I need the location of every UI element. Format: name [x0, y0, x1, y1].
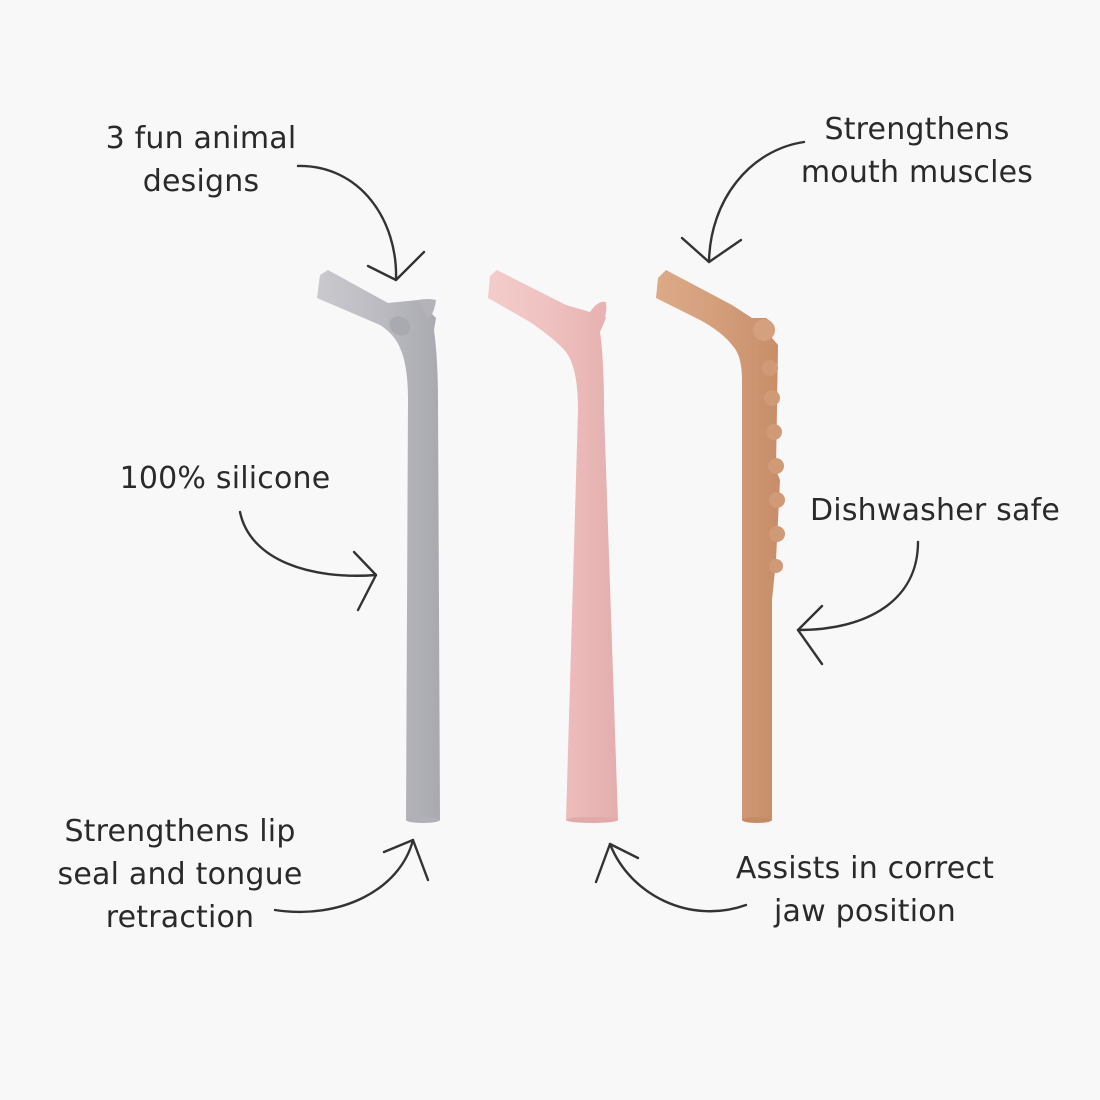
label-mouth-muscles-line2: mouth muscles	[800, 155, 1034, 190]
label-silicone: 100% silicone	[114, 457, 336, 500]
label-lip-seal-line2: seal and tongue	[57, 857, 303, 892]
arrow-mouth-muscles	[680, 140, 806, 264]
label-jaw-position-line2: jaw position	[773, 894, 957, 929]
label-lip-seal-line1: Strengthens lip	[64, 814, 296, 849]
label-animal-designs-line2: designs	[142, 164, 260, 199]
label-dishwasher-line1: Dishwasher safe	[809, 493, 1060, 528]
label-lip-seal-line3: retraction	[105, 900, 255, 935]
label-animal-designs: 3 fun animal designs	[96, 117, 306, 203]
label-mouth-muscles-line1: Strengthens	[824, 112, 1010, 147]
arrow-animal-designs	[296, 164, 426, 282]
label-jaw-position: Assists in correct jaw position	[727, 847, 1003, 933]
arrow-dishwasher	[796, 540, 920, 666]
arrow-lip-seal	[273, 838, 430, 914]
label-animal-designs-line1: 3 fun animal	[105, 121, 297, 156]
label-jaw-position-line1: Assists in correct	[735, 851, 995, 886]
label-lip-seal: Strengthens lip seal and tongue retracti…	[48, 810, 312, 939]
arrow-silicone	[238, 510, 378, 612]
label-mouth-muscles: Strengthens mouth muscles	[793, 108, 1041, 194]
label-dishwasher: Dishwasher safe	[803, 489, 1067, 532]
grey-straw	[317, 270, 440, 823]
tan-straw	[656, 270, 785, 823]
pink-straw	[488, 270, 618, 823]
arrow-jaw-position	[594, 842, 748, 913]
label-silicone-line1: 100% silicone	[119, 461, 331, 496]
